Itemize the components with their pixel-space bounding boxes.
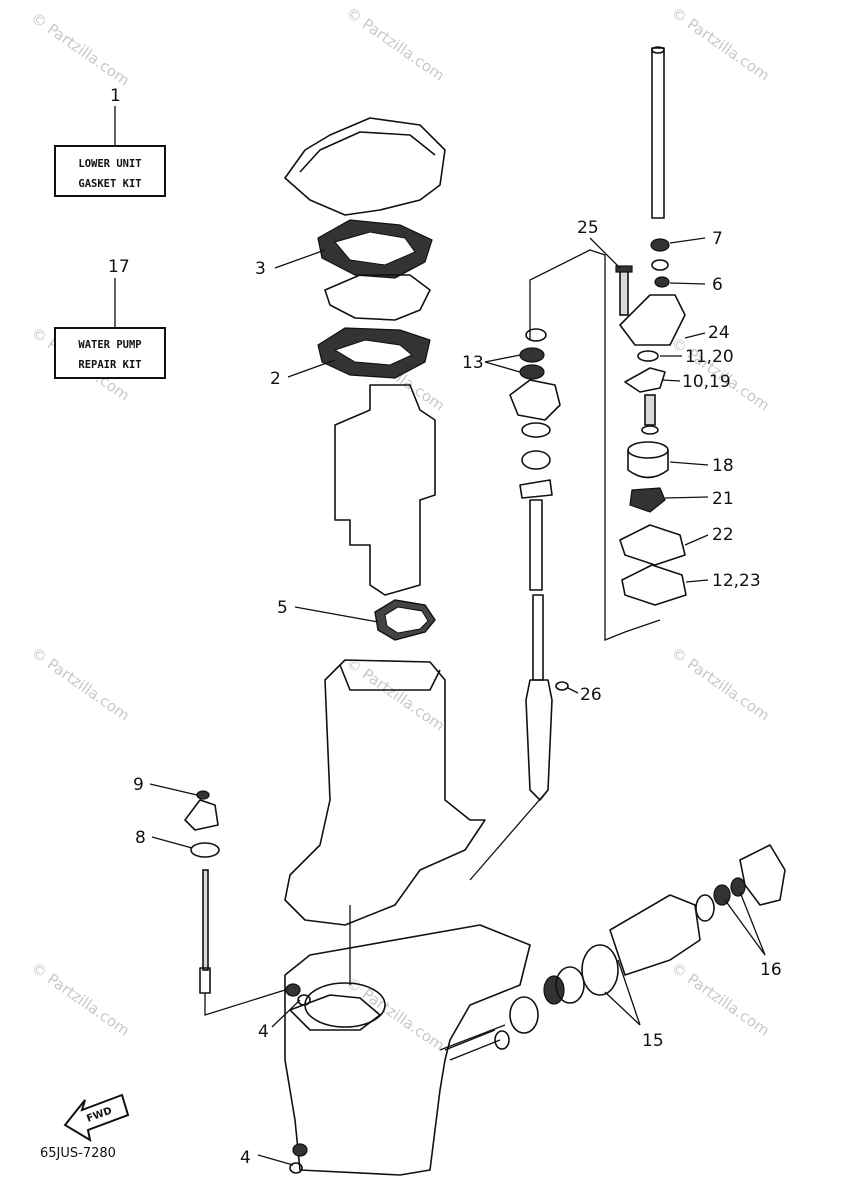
diagram-code: 65JUS-7280 [40,1146,116,1161]
callout-24: 24 [708,323,730,343]
callout-3: 3 [255,259,266,279]
water-pipe [652,47,664,218]
callout-6: 6 [712,275,723,295]
kit-title-line1: WATER PUMP [78,339,141,351]
lower-unit [285,925,530,1175]
callout-9: 9 [133,775,144,795]
o-ring-11 [638,351,658,361]
callout-4-upper: 4 [258,1022,269,1042]
callout-11-20: 11,20 [685,347,734,367]
kit-water-pump-repair: 17 WATER PUMP REPAIR KIT [55,257,165,378]
watermark: © Partzilla.com [668,644,773,725]
kit-title-line1: LOWER UNIT [78,158,141,170]
kit-title-line2: GASKET KIT [78,178,141,190]
insert-10 [625,368,665,392]
bolt-25 [616,266,632,315]
gasket-3 [318,220,432,278]
callout-18: 18 [712,456,734,476]
impeller-21 [630,488,665,512]
watermark: © Partzilla.com [28,959,133,1040]
watermark: © Partzilla.com [343,974,448,1055]
callout-17: 17 [108,257,130,277]
callout-16: 16 [760,960,782,980]
watermark: © Partzilla.com [28,644,133,725]
callout-22: 22 [712,525,734,545]
exhaust-guide [335,385,435,595]
bearing-13 [510,329,560,469]
impeller-housing-18 [628,442,668,478]
callout-10-19: 10,19 [682,372,731,392]
callouts: 3 2 5 25 13 7 6 24 11,20 10,19 18 21 22 … [133,218,782,1168]
clip-26 [556,682,568,690]
adapter-plate [325,275,430,320]
callout-13: 13 [462,353,484,373]
watermark: © Partzilla.com [28,9,133,90]
grommets-6-7 [651,239,669,287]
watermark: © Partzilla.com [668,959,773,1040]
upper-cover [285,118,445,215]
callout-21: 21 [712,489,734,509]
propeller-shaft-parts [440,845,785,1050]
shift-rod-assembly [185,791,285,1015]
kit-lower-unit-gasket: 1 LOWER UNIT GASKET KIT [55,86,165,196]
callout-26: 26 [580,685,602,705]
pump-bolts [642,395,658,434]
callout-2: 2 [270,369,281,389]
fwd-arrow-icon: FWD [65,1095,128,1140]
callout-8: 8 [135,828,146,848]
callout-5: 5 [277,598,288,618]
kit-title-line2: REPAIR KIT [78,359,141,371]
callout-1: 1 [110,86,121,106]
gasket-12 [622,565,686,605]
upper-casing [285,660,485,925]
callout-25: 25 [577,218,599,238]
watermark: © Partzilla.com [668,4,773,85]
plate-22 [620,525,685,565]
gasket-2 [318,328,430,378]
callout-12-23: 12,23 [712,571,761,591]
callout-7: 7 [712,229,723,249]
callout-15: 15 [642,1031,664,1051]
watermark: © Partzilla.com [343,4,448,85]
drive-shaft [520,480,552,800]
callout-4-lower: 4 [240,1148,251,1168]
seal-5 [375,600,435,640]
